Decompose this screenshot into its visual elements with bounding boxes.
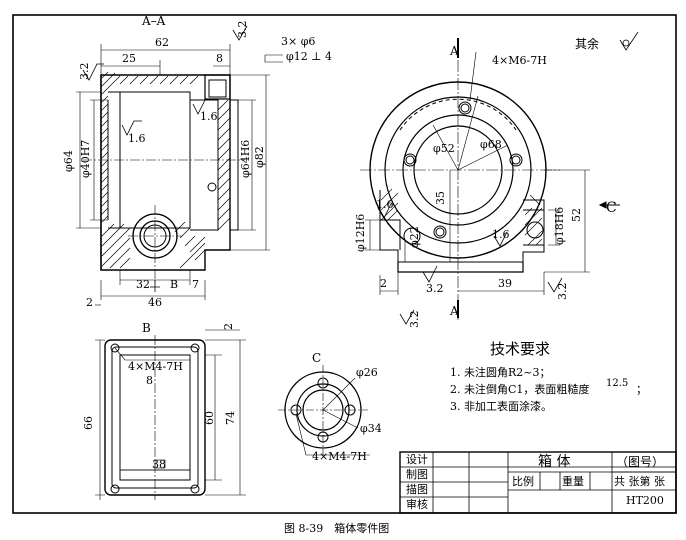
roughness-16-b: 1.6	[200, 110, 218, 123]
cut-a-top: A	[449, 44, 459, 58]
view-c-arrow-label: C	[606, 200, 617, 216]
dim-d12h6: φ12H6	[354, 214, 367, 252]
section-a-a-view	[76, 25, 283, 306]
cut-b-label: B	[170, 278, 178, 291]
dim-d64: φ64	[62, 150, 75, 172]
dim-8: 8	[216, 52, 223, 65]
title-block	[399, 451, 677, 514]
dim-32: 32	[136, 278, 150, 291]
dim-d68: φ68	[480, 138, 502, 151]
roughness-32-e: 3.2	[408, 311, 421, 329]
figure-caption: 图 8-39 箱体零件图	[284, 521, 389, 535]
dim-3x6: 3× φ6	[281, 35, 315, 48]
dim-62: 62	[155, 36, 169, 49]
dim-m4-c: 4×M4-7H	[312, 450, 367, 463]
dim-66: 66	[82, 416, 95, 430]
dim-25: 25	[122, 52, 136, 65]
requirement-2-roughness: 12.5	[606, 378, 628, 389]
dim-d22: φ22	[408, 226, 421, 248]
dim-7: 7	[192, 278, 199, 291]
view-b-label: B	[142, 321, 151, 335]
requirement-2: 2. 未注倒角C1，表面粗糙度	[450, 382, 589, 396]
section-title-aa: A–A	[141, 14, 166, 28]
roughness-16-a: 1.6	[128, 132, 146, 145]
tb-weight: 重量	[562, 474, 584, 488]
dim-74: 74	[224, 411, 237, 425]
view-c	[278, 365, 370, 456]
dim-2: 2	[86, 296, 93, 309]
tb-review: 审核	[406, 497, 428, 511]
roughness-16-c: 1.6	[376, 198, 394, 211]
dim-8-b: 8	[146, 374, 153, 387]
dim-2-b: 2	[222, 323, 235, 330]
roughness-32-c: 3.2	[426, 282, 444, 295]
right-view	[360, 31, 639, 325]
roughness-32-d: 3.2	[556, 283, 569, 301]
dim-cbore: φ12 ⊥ 4	[286, 50, 332, 63]
view-b	[95, 329, 246, 500]
requirement-1: 1. 未注圆角R2~3；	[450, 365, 551, 379]
tb-part-name: 箱 体	[538, 454, 570, 470]
roughness-16-d: 1.6	[492, 228, 510, 241]
dim-35: 35	[434, 191, 447, 205]
dim-d82: φ82	[253, 146, 266, 168]
requirements-title: 技术要求	[490, 340, 550, 358]
tb-draw: 制图	[406, 468, 428, 481]
roughness-32-a: 3.2	[236, 21, 249, 39]
roughness-other-label: 其余	[575, 36, 599, 51]
view-c-label: C	[312, 351, 321, 365]
dim-39: 39	[498, 277, 512, 290]
tb-material: HT200	[626, 494, 664, 507]
dim-d26: φ26	[356, 366, 378, 379]
requirement-3: 3. 非加工表面涂漆。	[450, 399, 552, 413]
dim-2-right: 2	[380, 277, 387, 290]
dim-60: 60	[203, 411, 216, 425]
roughness-32-b: 3.2	[78, 63, 91, 81]
tb-scale: 比例	[512, 474, 534, 488]
dim-d52: φ52	[433, 142, 455, 155]
dim-d40h7: φ40H7	[79, 140, 92, 178]
dim-52: 52	[570, 208, 583, 222]
tb-design: 设计	[406, 453, 428, 466]
cut-a-bottom: A	[449, 304, 459, 318]
dim-d34: φ34	[360, 422, 382, 435]
dim-d64h6: φ64H6	[239, 140, 252, 178]
dim-m4-b: 4×M4-7H	[128, 360, 183, 373]
tb-drawing-no: （图号）	[616, 455, 664, 469]
dim-d18h6: φ18H6	[553, 207, 566, 245]
tb-trace: 描图	[406, 482, 428, 496]
dim-38: 38	[152, 458, 166, 471]
tb-sheets: 共 张第 张	[614, 474, 665, 488]
drawing-frame	[12, 14, 677, 514]
dim-m6: 4×M6-7H	[492, 54, 547, 67]
dim-46: 46	[148, 296, 162, 309]
requirement-2-end: ；	[636, 383, 647, 396]
